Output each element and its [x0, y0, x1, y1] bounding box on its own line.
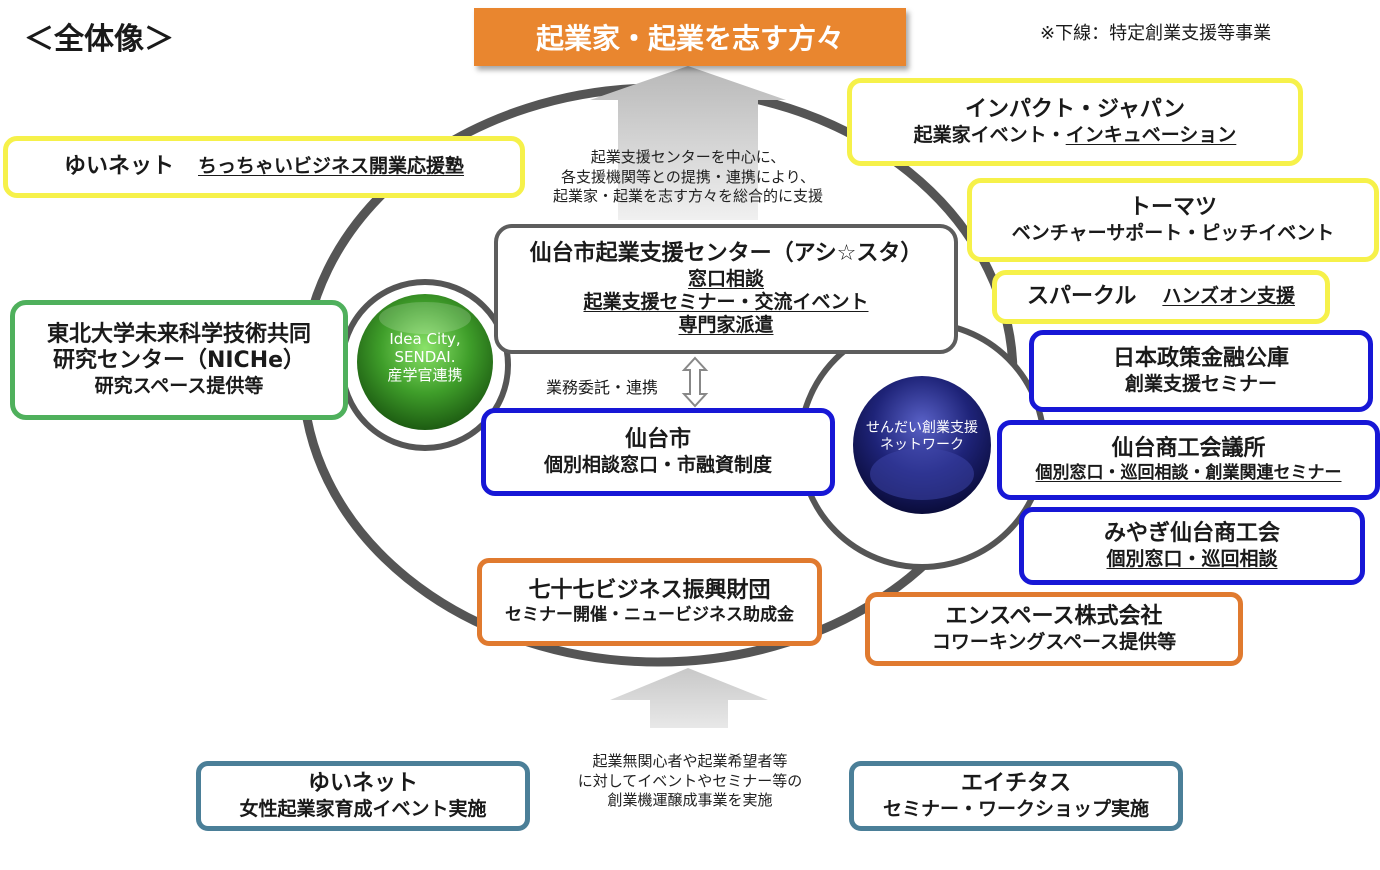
sendai-city-subtitle: 個別相談窓口・市融資制度 — [543, 453, 772, 476]
target-audience-box: 起業家・起業を志す方々 — [474, 8, 906, 66]
tomatsu-name: トーマツ — [1128, 195, 1217, 220]
network-line1: せんだい創業支援 — [866, 420, 978, 436]
bottom-note: 起業無関心者や起業希望者等 に対してイベントやセミナー等の 創業機運醸成事業を実… — [548, 752, 832, 811]
network-label: せんだい創業支援 ネットワーク — [850, 420, 994, 454]
sendai-cci-name: 仙台商工会議所 — [1111, 436, 1266, 462]
eichitas-box: エイチタス セミナー・ワークショップ実施 — [849, 761, 1183, 831]
bottom-arrow — [610, 668, 768, 728]
startup-center-box: 仙台市起業支援センター（アシ☆スタ） 窓口相談 起業支援セミナー・交流イベント … — [494, 224, 958, 354]
jfc-name: 日本政策金融公庫 — [1112, 346, 1289, 371]
sparkle-name: スパークル — [1027, 283, 1137, 309]
sendai-cci-service: 個別窓口・巡回相談・創業関連セミナー — [1035, 463, 1342, 484]
yuinet-top-name: ゆいネット — [63, 153, 174, 179]
impact-japan-service: 起業家イベント・インキュベーション — [914, 124, 1237, 147]
shichijushichi-box: 七十七ビジネス振興財団 セミナー開催・ニュービジネス助成金 — [477, 558, 822, 646]
bottom-note-line3: 創業機運醸成事業を実施 — [607, 791, 773, 809]
central-note-line1: 起業支援センターを中心に、 — [590, 148, 786, 166]
yuinet-bottom-box: ゆいネット 女性起業家育成イベント実施 — [196, 761, 530, 831]
network-line2: ネットワーク — [880, 436, 964, 453]
impact-japan-name: インパクト・ジャパン — [964, 97, 1185, 122]
jfc-service: 創業支援セミナー — [1124, 372, 1277, 395]
enspace-service: コワーキングスペース提供等 — [931, 630, 1177, 653]
niche-box: 東北大学未来科学技術共同 研究センター（NICHe） 研究スペース提供等 — [10, 300, 348, 420]
miyagi-sci-name: みやぎ仙台商工会 — [1103, 521, 1280, 546]
eichitas-service: セミナー・ワークショップ実施 — [882, 797, 1149, 820]
shichijushichi-name: 七十七ビジネス振興財団 — [528, 578, 771, 604]
niche-line1: 東北大学未来科学技術共同 — [46, 321, 311, 347]
sendai-city-box: 仙台市 個別相談窓口・市融資制度 — [481, 408, 835, 496]
idea-city-line1: Idea City, — [389, 330, 461, 348]
overview-label: ＜全体像＞ — [24, 22, 174, 57]
idea-city-label: Idea City, SENDAI. 産学官連携 — [365, 330, 485, 384]
enspace-box: エンスペース株式会社 コワーキングスペース提供等 — [865, 592, 1243, 666]
impact-japan-box: インパクト・ジャパン 起業家イベント・インキュベーション — [847, 78, 1303, 166]
central-note-line2: 各支援機関等との提携・連携により、 — [561, 167, 815, 186]
niche-line2: 研究センター（NICHe） — [52, 348, 306, 374]
idea-city-line3: 産学官連携 — [387, 366, 463, 384]
sendai-cci-box: 仙台商工会議所 個別窓口・巡回相談・創業関連セミナー — [997, 420, 1380, 500]
impact-japan-service-underlined: インキュベーション — [1065, 123, 1237, 146]
idea-city-sphere — [357, 294, 493, 430]
startup-center-line3: 専門家派遣 — [678, 314, 774, 336]
idea-city-line2: SENDAI. — [394, 348, 456, 366]
startup-center-line2: 起業支援セミナー・交流イベント — [583, 290, 869, 313]
enspace-name: エンスペース株式会社 — [945, 604, 1163, 629]
startup-center-line1: 窓口相談 — [687, 267, 764, 290]
bottom-note-line1: 起業無関心者や起業希望者等 — [592, 752, 788, 770]
relation-label: 業務委託・連携 — [546, 378, 659, 397]
shichijushichi-service: セミナー開催・ニュービジネス助成金 — [505, 605, 794, 626]
startup-center-title: 仙台市起業支援センター（アシ☆スタ） — [529, 240, 923, 266]
miyagi-sci-box: みやぎ仙台商工会 個別窓口・巡回相談 — [1019, 507, 1365, 585]
tomatsu-box: トーマツ ベンチャーサポート・ピッチイベント — [967, 178, 1379, 262]
yuinet-top-service: ちっちゃいビジネス開業応援塾 — [198, 155, 465, 178]
legend-note: ※下線：特定創業支援等事業 — [1040, 23, 1272, 44]
yuinet-top-box: ゆいネット ちっちゃいビジネス開業応援塾 — [3, 136, 525, 198]
bottom-note-line2: に対してイベントやセミナー等の — [577, 771, 803, 790]
double-arrow — [681, 356, 709, 408]
tomatsu-service: ベンチャーサポート・ピッチイベント — [1011, 221, 1335, 244]
top-arrow — [590, 66, 786, 220]
target-audience-label: 起業家・起業を志す方々 — [535, 22, 844, 55]
central-note-line3: 起業家・起業を志す方々を総合的に支援 — [552, 187, 823, 205]
sparkle-box: スパークル ハンズオン支援 — [992, 270, 1330, 324]
yuinet-bottom-name: ゆいネット — [307, 771, 418, 796]
niche-line3: 研究スペース提供等 — [94, 375, 264, 398]
jfc-box: 日本政策金融公庫 創業支援セミナー — [1029, 330, 1373, 412]
sendai-city-title: 仙台市 — [624, 427, 691, 452]
yuinet-bottom-service: 女性起業家育成イベント実施 — [239, 797, 487, 820]
central-note: 起業支援センターを中心に、 各支援機関等との提携・連携により、 起業家・起業を志… — [508, 148, 868, 207]
miyagi-sci-service: 個別窓口・巡回相談 — [1106, 547, 1278, 570]
sparkle-service: ハンズオン支援 — [1162, 285, 1295, 308]
eichitas-name: エイチタス — [960, 771, 1071, 796]
impact-japan-service-plain: 起業家イベント・ — [913, 123, 1066, 146]
